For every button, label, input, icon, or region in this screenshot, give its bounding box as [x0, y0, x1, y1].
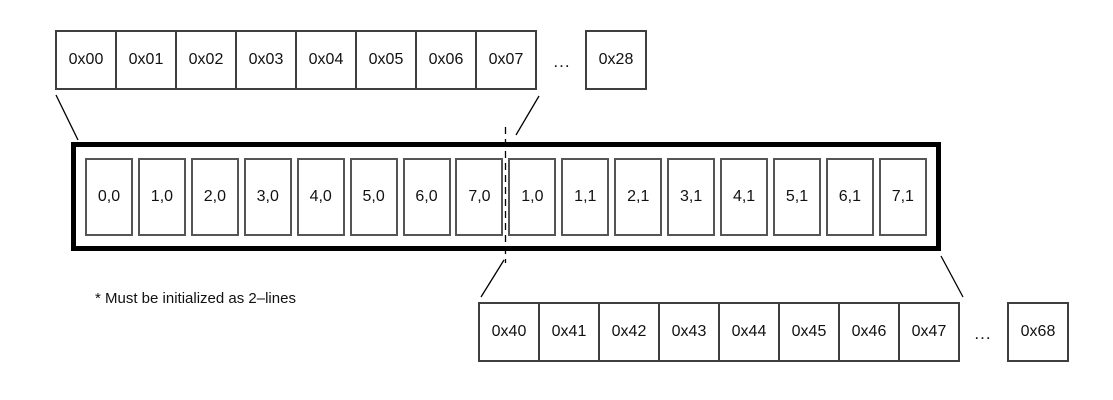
line-buffer-box: 0,0 1,0 2,0 3,0 4,0 5,0 6,0 7,0 1,0 1,1 … [71, 142, 941, 251]
connector-bottom-left-line [480, 259, 505, 298]
buffer-cell: 2,0 [190, 157, 239, 236]
bottom-row-ellipsis: ... [974, 324, 992, 343]
buffer-cell: 3,0 [243, 157, 292, 236]
bottom-address-row: 0x40 0x41 0x42 0x43 0x44 0x45 0x46 0x47 [478, 302, 960, 362]
buffer-cell: 6,1 [825, 157, 874, 236]
buffer-cell: 1,1 [561, 157, 610, 236]
bottom-address-cell: 0x42 [598, 302, 660, 362]
buffer-cell: 4,0 [296, 157, 345, 236]
top-address-cell: 0x03 [235, 30, 297, 90]
init-note: * Must be initialized as 2–lines [95, 290, 296, 307]
buffer-cell: 3,1 [667, 157, 716, 236]
buffer-cell: 1,0 [137, 157, 186, 236]
top-address-cell: 0x05 [355, 30, 417, 90]
top-row-ellipsis: ... [553, 52, 571, 71]
top-address-cell: 0x02 [175, 30, 237, 90]
bottom-address-cell: 0x43 [658, 302, 720, 362]
bottom-address-cell: 0x40 [478, 302, 540, 362]
bottom-address-cell: 0x45 [778, 302, 840, 362]
buffer-cell: 7,1 [878, 157, 927, 236]
bottom-address-cell: 0x46 [838, 302, 900, 362]
top-address-cell: 0x04 [295, 30, 357, 90]
buffer-cell: 4,1 [720, 157, 769, 236]
top-address-cell-last: 0x28 [585, 30, 647, 90]
top-address-cell: 0x00 [55, 30, 117, 90]
top-address-cell: 0x06 [415, 30, 477, 90]
top-address-cell: 0x01 [115, 30, 177, 90]
connector-top-left-line [55, 94, 79, 141]
buffer-cell: 1,0 [508, 157, 557, 236]
top-address-row: 0x00 0x01 0x02 0x03 0x04 0x05 0x06 0x07 [55, 30, 537, 90]
buffer-cell: 0,0 [85, 157, 133, 236]
buffer-cell: 5,1 [772, 157, 821, 236]
bottom-address-cell-last: 0x68 [1007, 302, 1069, 362]
bottom-address-cell: 0x41 [538, 302, 600, 362]
buffer-cell: 2,1 [614, 157, 663, 236]
buffer-cell: 7,0 [455, 157, 504, 236]
bottom-address-cell: 0x44 [718, 302, 780, 362]
bottom-address-cell: 0x47 [898, 302, 960, 362]
connector-top-right-line [515, 95, 540, 136]
connector-bottom-right-line [940, 255, 964, 298]
top-address-cell: 0x07 [475, 30, 537, 90]
buffer-cell: 6,0 [402, 157, 451, 236]
buffer-cell: 5,0 [349, 157, 398, 236]
